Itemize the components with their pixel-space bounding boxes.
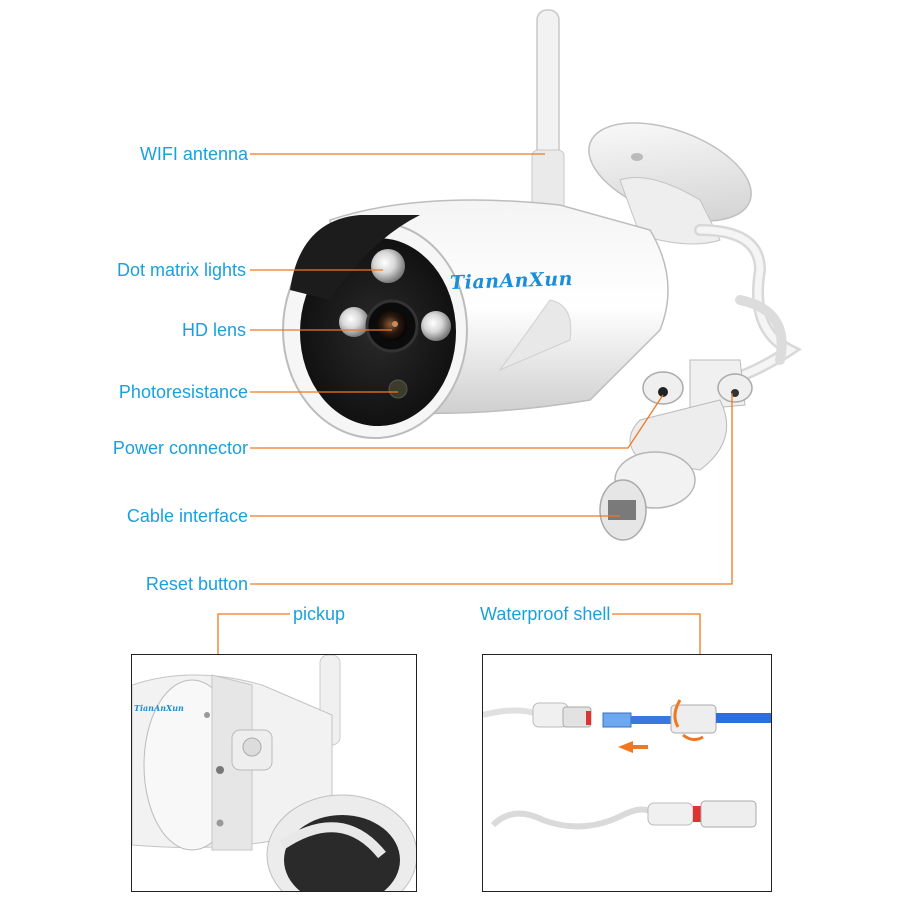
hd-lens-graphic [365, 299, 419, 353]
cable-graphic [694, 224, 802, 386]
label-hd-lens: HD lens [181, 320, 246, 340]
ir-led-top [371, 249, 405, 283]
waterproof-assembly-graphic [483, 655, 771, 891]
inset-pickup-photo: TianAnXun [131, 654, 417, 892]
label-cable-interface: Cable interface [126, 506, 248, 526]
reset-connector-graphic [717, 373, 753, 403]
label-power-connector: Power connector [112, 438, 248, 458]
label-reset-button: Reset button [145, 574, 248, 594]
inset-logo-small: TianAnXun [134, 703, 184, 713]
label-dot-matrix-lights: Dot matrix lights [116, 260, 246, 280]
label-pickup: pickup [293, 604, 346, 624]
pickup-closeup-graphic [132, 655, 416, 891]
antenna-graphic [531, 9, 565, 211]
label-wifi-antenna: WIFI antenna [139, 144, 248, 164]
label-waterproof-shell: Waterproof shell [480, 604, 611, 624]
ir-led-right [421, 311, 451, 341]
rj45-connector-graphic [599, 399, 728, 541]
photoresistor-graphic [388, 379, 408, 399]
inset-waterproof-photo [482, 654, 772, 892]
label-photoresistance: Photoresistance [118, 382, 248, 402]
ir-led-left [339, 307, 369, 337]
brand-logo: TianAnXun [449, 267, 574, 295]
